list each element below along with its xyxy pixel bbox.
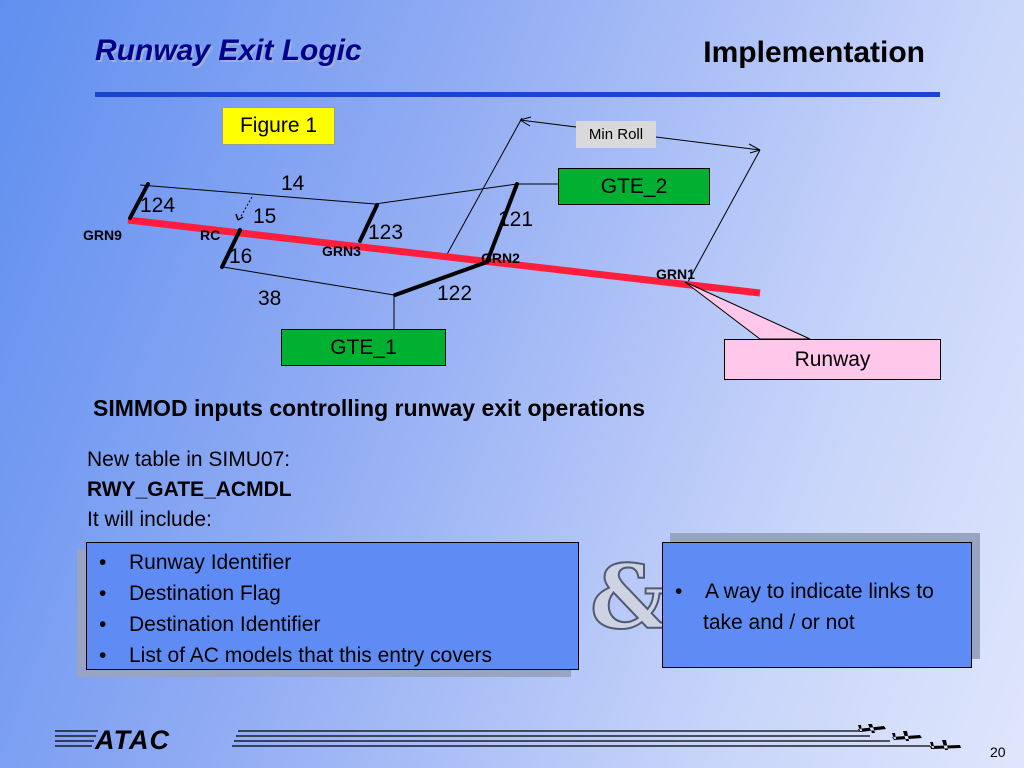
table-name: RWY_GATE_ACMDL: [87, 478, 292, 501]
title-divider: [95, 92, 940, 97]
link-label-122: 122: [437, 282, 473, 305]
min-roll-left-ext: [444, 117, 523, 259]
page-number: 20: [990, 744, 1006, 760]
list-item: •Destination Flag: [99, 582, 281, 605]
runway-line: [127, 216, 761, 297]
min-roll-arrowhead-right: [748, 143, 761, 154]
exit-link-16: [220, 228, 242, 269]
link-label-15: 15: [253, 205, 277, 228]
slide-title: Runway Exit Logic: [95, 34, 362, 67]
link-38-bottom: [222, 266, 395, 296]
intro-line: It will include:: [87, 508, 212, 531]
exit-link-123: [358, 203, 379, 243]
link-14-top: [139, 184, 376, 205]
inputs-list: •Runway Identifier •Destination Flag •De…: [87, 543, 578, 671]
link-label-121: 121: [498, 208, 534, 231]
footer-bar: ATAC: [55, 724, 961, 755]
link-label-124: 124: [140, 194, 176, 217]
inputs-list-panel: •Runway Identifier •Destination Flag •De…: [86, 542, 579, 670]
node-label-grn1: GRN1: [656, 266, 695, 282]
exit-link-121: [485, 182, 519, 264]
node-label-rc: RC: [200, 227, 221, 243]
exit-link-122: [393, 260, 489, 297]
ampersand-symbol: &: [589, 544, 670, 650]
slide-section-title: Implementation: [703, 36, 925, 69]
gate-gte-2: GTE_2: [558, 168, 710, 205]
dotted-15-link: [239, 196, 253, 219]
node-label-grn2: GRN2: [481, 250, 520, 266]
links-note-panel: •A way to indicate links to take and / o…: [662, 542, 972, 668]
link-label-123: 123: [368, 221, 404, 244]
links-note-list: •A way to indicate links to take and / o…: [663, 543, 971, 638]
min-roll-label: Min Roll: [576, 121, 656, 148]
intro-line: New table in SIMU07:: [87, 448, 291, 471]
node-label-grn9: GRN9: [83, 227, 122, 243]
exit-link-124: [128, 182, 150, 220]
airplane-icon: [858, 724, 886, 733]
gate-gte-1: GTE_1: [281, 329, 446, 366]
link-label-14: 14: [281, 172, 305, 195]
min-roll-right-ext: [687, 149, 761, 283]
airplane-icon: [930, 740, 961, 750]
min-roll-arrowhead-left: [519, 116, 532, 127]
list-item: •Runway Identifier: [99, 551, 292, 574]
list-item: •List of AC models that this entry cover…: [99, 644, 492, 667]
link-label-16: 16: [229, 245, 253, 268]
link-label-38: 38: [258, 287, 282, 310]
link-top-to-gte2: [374, 183, 518, 205]
runway-callout: Runway: [724, 339, 941, 380]
list-item: •Destination Identifier: [99, 613, 321, 636]
figure-label: Figure 1: [222, 107, 335, 145]
airplane-icon: [892, 731, 922, 741]
node-label-grn3: GRN3: [322, 243, 361, 259]
list-item: •A way to indicate links to take and / o…: [675, 580, 934, 634]
section-heading: SIMMOD inputs controlling runway exit op…: [93, 395, 646, 421]
dotted-arrowhead: [235, 213, 244, 221]
atac-logo: ATAC: [94, 725, 170, 755]
